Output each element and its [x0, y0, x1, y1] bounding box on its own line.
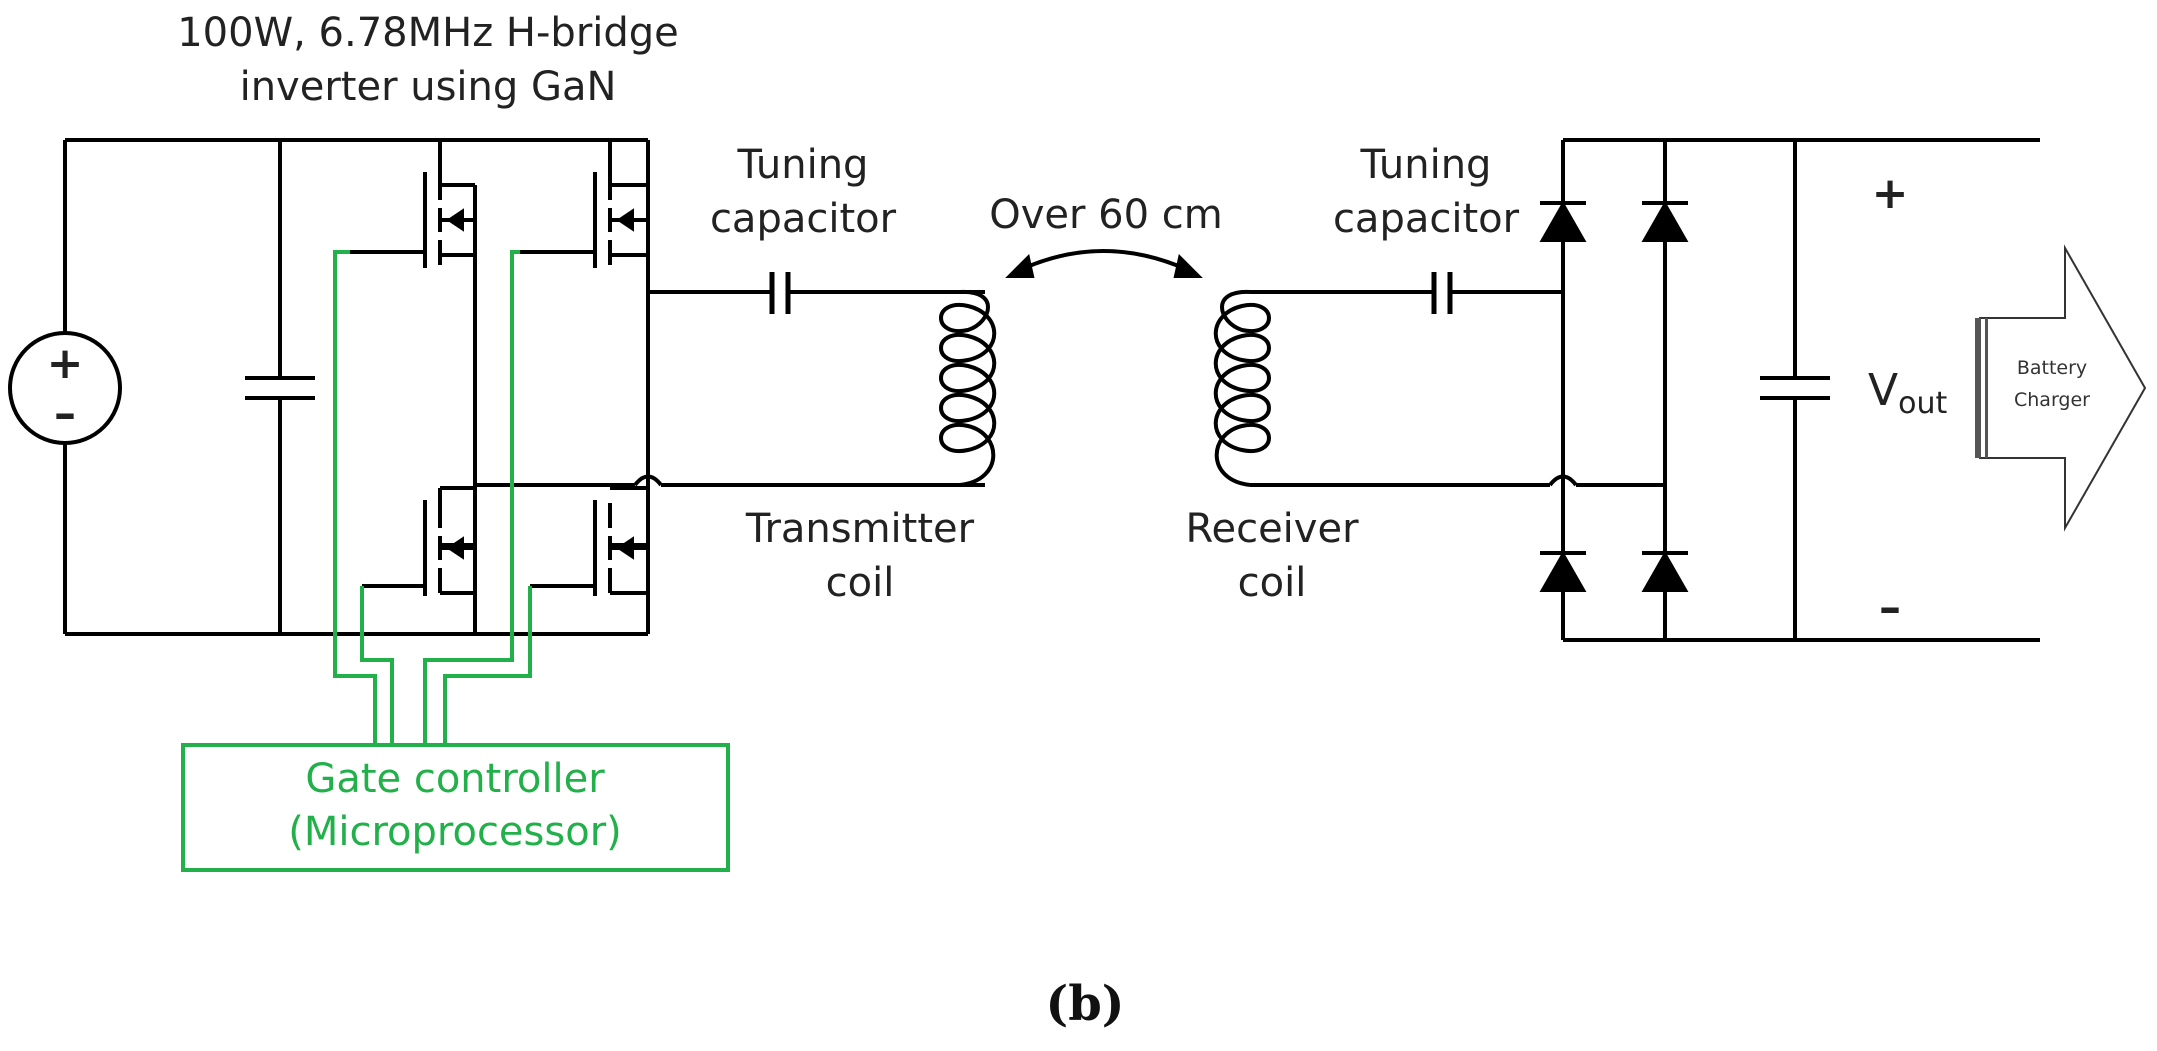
- rx-tuning-capacitor: [1431, 272, 1453, 314]
- vout-main: V: [1868, 365, 1898, 416]
- dc-source: + –: [8, 331, 122, 445]
- battery-charger-arrow: Battery Charger: [1975, 244, 2147, 532]
- mosfet-top-right: [520, 172, 648, 268]
- receiver-coil-label: Receiver: [1185, 506, 1359, 552]
- receiver-coil-sublabel: coil: [1238, 560, 1307, 606]
- gate-controller-box: Gate controller (Microprocessor): [181, 743, 730, 872]
- output-plus-sign: +: [1872, 168, 1909, 219]
- vout-label: Vout: [1868, 365, 1947, 421]
- inverter-title-line2: inverter using GaN: [240, 64, 617, 110]
- tx-tuning-capacitor: [769, 272, 791, 314]
- dc-link-capacitor: [245, 376, 315, 400]
- figure-caption: (b): [1046, 976, 1125, 1032]
- distance-arrow: [1005, 249, 1203, 278]
- source-plus-sign: +: [47, 338, 84, 389]
- transmitter-coil: [939, 289, 997, 487]
- output-minus-sign: –: [1879, 582, 1901, 633]
- inverter-title-line1: 100W, 6.78MHz H-bridge: [177, 10, 679, 56]
- gate-controller-label: Gate controller: [305, 756, 605, 802]
- receiver-coil: [1213, 289, 1271, 487]
- rx-tuning-capacitor-label: Tuning: [1360, 142, 1492, 188]
- mosfet-bottom-left: [362, 500, 475, 596]
- rx-tuning-capacitor-sublabel: capacitor: [1333, 196, 1520, 242]
- transmitter-coil-sublabel: coil: [826, 560, 895, 606]
- distance-label: Over 60 cm: [989, 192, 1223, 238]
- mosfet-bottom-right: [530, 500, 648, 596]
- source-minus-sign: –: [54, 388, 76, 439]
- mosfet-top-left: [350, 172, 475, 268]
- tx-tuning-capacitor-sublabel: capacitor: [710, 196, 897, 242]
- gate-drive-wires: [333, 250, 532, 745]
- transmitter-coil-label: Transmitter: [745, 506, 975, 552]
- vout-subscript: out: [1898, 386, 1947, 421]
- battery-charger-label: Battery: [2017, 357, 2087, 379]
- output-capacitor: [1760, 376, 1830, 400]
- tx-tuning-capacitor-label: Tuning: [737, 142, 869, 188]
- h-bridge-wiring: [438, 140, 985, 634]
- gate-controller-sublabel: (Microprocessor): [288, 809, 622, 855]
- inverter-frame: [63, 138, 648, 636]
- battery-charger-sublabel: Charger: [2014, 389, 2090, 411]
- rectifier-diodes: [1539, 200, 1689, 592]
